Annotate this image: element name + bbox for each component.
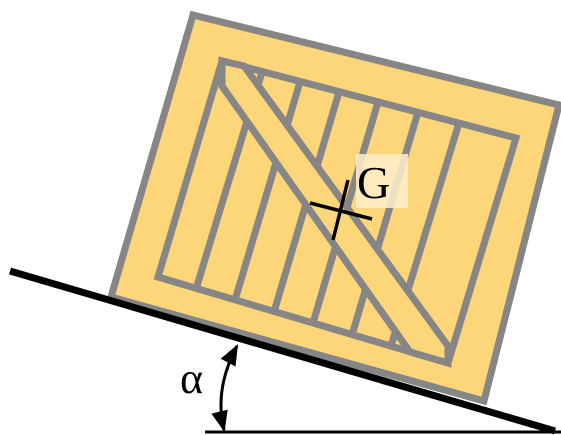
centre-of-gravity-marker <box>309 179 373 241</box>
crate-diagonal-brace <box>218 56 452 368</box>
crate-slat <box>348 111 422 336</box>
angle-label: α <box>180 354 203 403</box>
centre-of-gravity-cross-line <box>309 201 373 221</box>
crate-slat <box>231 80 304 302</box>
centre-of-gravity-label-background <box>356 154 408 208</box>
centre-of-gravity-label-group: G <box>356 154 408 208</box>
inclined-plane-line <box>9 267 556 435</box>
centre-of-gravity-label: G <box>357 157 390 208</box>
angle-arc-arrow <box>211 344 239 433</box>
crate <box>106 10 561 406</box>
